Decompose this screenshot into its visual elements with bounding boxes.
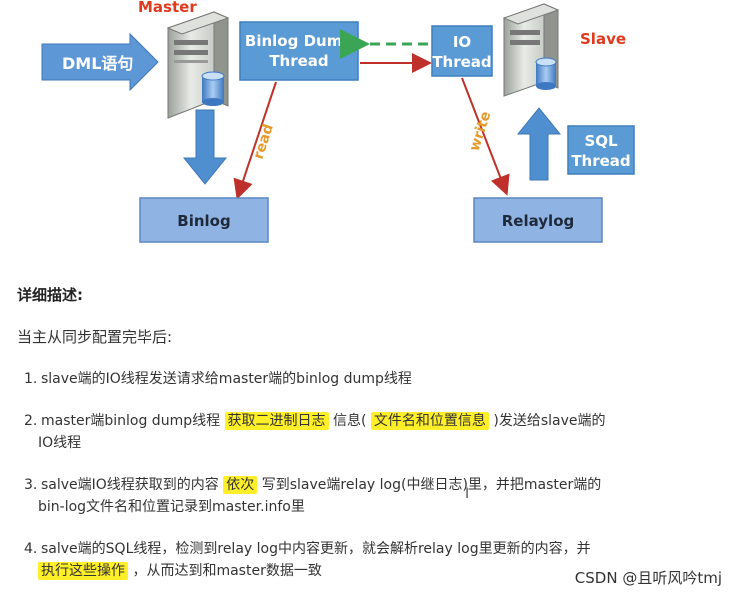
read-label: read bbox=[251, 122, 277, 161]
step-text-part: ，从而达到和master数据一致 bbox=[128, 563, 322, 579]
replication-diagram: Master DML语句 Binlog Dump Thread IO Threa… bbox=[41, 0, 635, 243]
slave-label: Slave bbox=[580, 30, 626, 48]
io-thread-line1: IO bbox=[453, 33, 471, 51]
highlight: 文件名和位置信息 bbox=[370, 412, 489, 430]
sql-thread-box bbox=[567, 125, 635, 175]
master-database-icon bbox=[201, 71, 225, 106]
step-text-part: salve端IO线程获取到的内容 bbox=[41, 477, 224, 493]
io-thread-line2: Thread bbox=[432, 53, 491, 71]
slave-database-icon bbox=[535, 57, 557, 90]
highlight: 获取二进制日志 bbox=[224, 412, 329, 430]
step-number: 4. bbox=[24, 541, 38, 557]
step-number: 2. bbox=[24, 413, 38, 429]
sql-thread-line2: Thread bbox=[571, 152, 630, 170]
binlog-dump-thread-box bbox=[239, 21, 359, 81]
description-title: 详细描述: bbox=[17, 286, 83, 304]
list-item: 3. salve端IO线程获取到的内容 依次 写到slave端relay log… bbox=[24, 474, 714, 518]
step-text-part: )发送给slave端的 bbox=[488, 413, 606, 429]
step-text: slave端的IO线程发送请求给master端的binlog dump线程 bbox=[41, 371, 412, 387]
io-thread-box bbox=[431, 25, 493, 77]
binlog-box bbox=[139, 197, 269, 243]
write-arrow bbox=[461, 77, 510, 196]
master-down-arrow bbox=[182, 109, 228, 185]
step-text-part: master端binlog dump线程 bbox=[41, 413, 225, 429]
watermark: CSDN @且听风吟tmj bbox=[574, 569, 722, 587]
binlog-label: Binlog bbox=[177, 212, 230, 230]
list-item: 4. salve端的SQL线程，检测到relay log中内容更新，就会解析re… bbox=[24, 538, 714, 582]
step-text-part: 写到slave端relay log(中继日志)里，并把master端的 bbox=[257, 477, 602, 493]
step-text-part: 信息( bbox=[328, 413, 371, 429]
relaylog-label: Relaylog bbox=[502, 212, 575, 230]
relaylog-box bbox=[473, 197, 603, 243]
text-cursor-icon: I bbox=[465, 486, 470, 502]
step-text-continued: bin-log文件名和位置记录到master.info里 bbox=[38, 499, 305, 515]
step-text: master端binlog dump线程 获取二进制日志 信息( 文件名和位置信… bbox=[41, 410, 714, 432]
steps-list: 1. slave端的IO线程发送请求给master端的binlog dump线程… bbox=[24, 368, 714, 602]
highlight: 依次 bbox=[223, 476, 258, 494]
step-text-continued: IO线程 bbox=[38, 435, 82, 451]
highlight: 执行这些操作 bbox=[38, 562, 128, 580]
read-arrow bbox=[233, 81, 277, 200]
step-number: 3. bbox=[24, 477, 38, 493]
slave-up-arrow bbox=[516, 107, 562, 181]
list-item: 1. slave端的IO线程发送请求给master端的binlog dump线程 bbox=[24, 368, 714, 390]
step-number: 1. bbox=[24, 371, 38, 387]
master-label: Master bbox=[138, 0, 197, 16]
step-text: salve端的SQL线程，检测到relay log中内容更新，就会解析relay… bbox=[41, 541, 591, 557]
step-text: salve端IO线程获取到的内容 依次 写到slave端relay log(中继… bbox=[41, 474, 714, 496]
list-item: 2. master端binlog dump线程 获取二进制日志 信息( 文件名和… bbox=[24, 410, 714, 454]
binlog-dump-line2: Thread bbox=[269, 52, 328, 70]
write-label: write bbox=[467, 109, 495, 153]
dml-arrow bbox=[41, 32, 159, 92]
step-text-continued: 执行这些操作 ，从而达到和master数据一致 bbox=[38, 560, 714, 582]
dml-label: DML语句 bbox=[62, 54, 133, 73]
description-intro: 当主从同步配置完毕后: bbox=[17, 328, 173, 346]
binlog-dump-line1: Binlog Dump bbox=[245, 32, 353, 50]
sql-thread-line1: SQL bbox=[584, 132, 618, 150]
